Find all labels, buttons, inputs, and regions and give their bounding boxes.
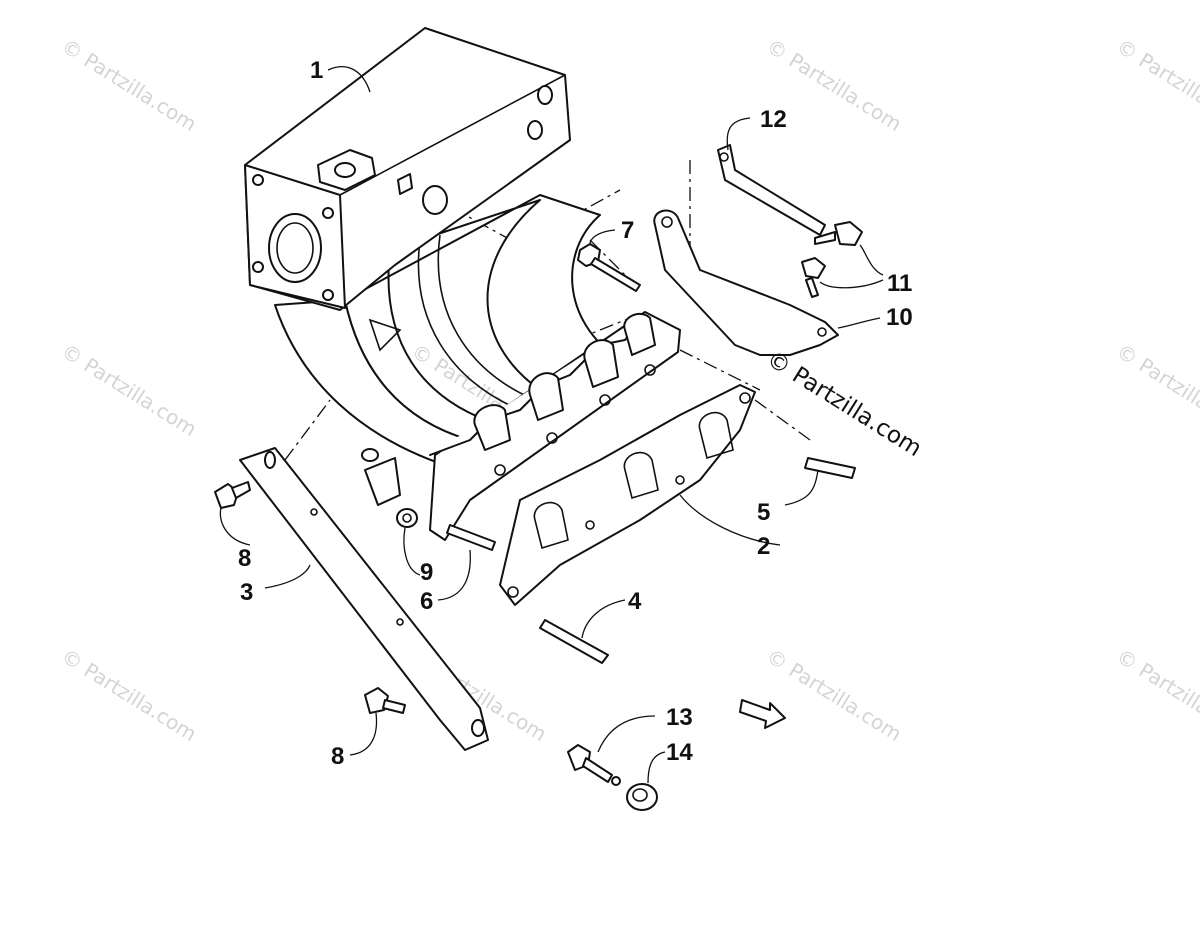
leader-lines xyxy=(219,66,884,784)
callout-7: 7 xyxy=(621,217,634,244)
part-10-bracket xyxy=(653,209,839,356)
callout-11: 11 xyxy=(887,270,912,297)
callout-1: 1 xyxy=(310,57,323,84)
part-6-stud xyxy=(446,524,496,551)
part-4-stud xyxy=(539,619,609,664)
fwd-arrow-icon xyxy=(739,699,786,729)
callout-8-upper: 8 xyxy=(238,545,251,572)
watermark-text: © Partzilla.com xyxy=(1112,339,1200,441)
watermark-grid: © Partzilla.com © Partzilla.com © Partzi… xyxy=(57,34,1200,746)
watermark-text: © Partzilla.com xyxy=(57,34,201,136)
part-8-bolt-upper xyxy=(214,481,251,509)
part-2-gasket xyxy=(499,384,756,606)
watermark-text: © Partzilla.com xyxy=(1112,34,1200,136)
part-3-bracket xyxy=(239,447,489,751)
callout-8-lower: 8 xyxy=(331,743,344,770)
part-5-stud xyxy=(804,457,856,479)
part-7-bolt xyxy=(577,243,641,292)
callout-2: 2 xyxy=(757,533,770,560)
callout-13: 13 xyxy=(666,704,693,731)
watermark-text: © Partzilla.com xyxy=(762,644,906,746)
part-11-bolts xyxy=(801,221,863,298)
main-watermark: © Partzilla.com xyxy=(762,346,926,462)
part-9-nut xyxy=(396,508,418,528)
exhaust-manifold xyxy=(429,311,681,541)
part-12-shield xyxy=(717,144,826,236)
callout-9: 9 xyxy=(420,559,433,586)
watermark-text: © Partzilla.com xyxy=(1112,644,1200,746)
part-13-sensor xyxy=(567,744,621,786)
part-14-grommet xyxy=(626,783,658,811)
callout-6: 6 xyxy=(420,588,433,615)
callout-labels: 1 2 3 4 5 6 7 8 8 9 10 11 12 13 14 xyxy=(238,57,913,770)
callout-5: 5 xyxy=(757,499,770,526)
watermark-text: © Partzilla.com xyxy=(57,339,201,441)
callout-3: 3 xyxy=(240,579,253,606)
watermark-text: © Partzilla.com xyxy=(57,644,201,746)
callout-12: 12 xyxy=(760,106,787,133)
callout-14: 14 xyxy=(666,739,693,766)
callout-10: 10 xyxy=(886,304,913,331)
callout-4: 4 xyxy=(628,588,642,615)
part-8-bolt-lower xyxy=(364,687,406,714)
